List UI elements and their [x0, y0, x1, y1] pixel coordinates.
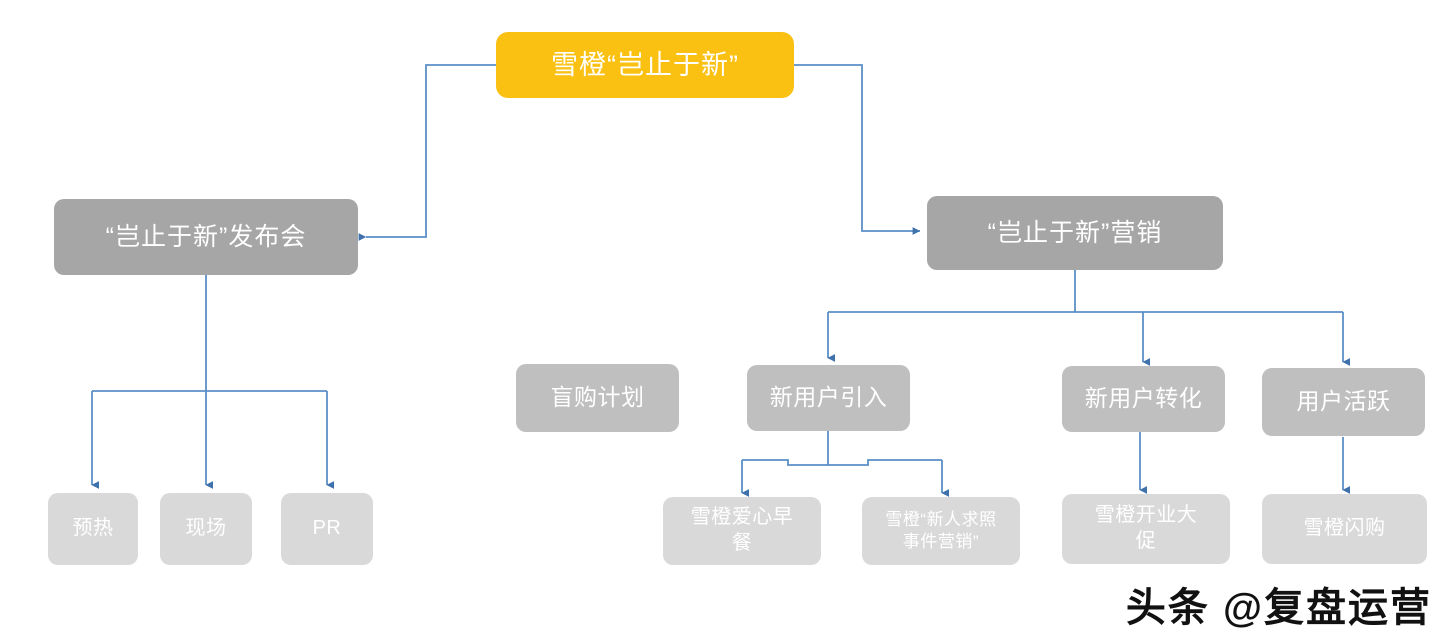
node-launch-conference[interactable]: “岂止于新”发布会	[54, 199, 358, 275]
node-opening-promo[interactable]: 雪橙开业大 促	[1062, 494, 1230, 564]
node-flash-sale-label: 雪橙闪购	[1303, 517, 1386, 540]
node-new-user-acquire-label: 新用户引入	[769, 384, 888, 411]
node-root[interactable]: 雪橙“岂止于新”	[496, 32, 794, 98]
edge-root-to-launch	[358, 64, 496, 241]
node-photo-event-label: 雪橙“新人求照 事件营销”	[885, 510, 997, 551]
node-warmup-label: 预热	[72, 517, 114, 540]
node-new-user-convert-label: 新用户转化	[1084, 385, 1203, 412]
node-pr[interactable]: PR	[281, 493, 373, 565]
node-opening-promo-label: 雪橙开业大 促	[1094, 504, 1198, 552]
node-warmup[interactable]: 预热	[48, 493, 138, 565]
node-new-user-acquire[interactable]: 新用户引入	[747, 365, 910, 431]
node-onsite[interactable]: 现场	[160, 493, 252, 565]
node-user-active-label: 用户活跃	[1296, 388, 1391, 415]
node-love-breakfast-label: 雪橙爱心早 餐	[690, 506, 794, 554]
node-pr-label: PR	[312, 517, 342, 540]
edge-acquire-bus	[742, 459, 942, 466]
node-blind-buy-label: 盲购计划	[550, 384, 645, 411]
node-onsite-label: 现场	[185, 517, 227, 540]
node-marketing-label: “岂止于新”营销	[987, 219, 1163, 247]
node-launch-conference-label: “岂止于新”发布会	[105, 223, 307, 251]
watermark: 头条 @复盘运营	[1125, 586, 1432, 630]
node-blind-buy[interactable]: 盲购计划	[516, 364, 679, 432]
edge-root-to-marketing	[794, 64, 921, 235]
node-root-label: 雪橙“岂止于新”	[551, 49, 739, 80]
node-love-breakfast[interactable]: 雪橙爱心早 餐	[663, 497, 821, 565]
node-marketing[interactable]: “岂止于新”营销	[927, 196, 1223, 270]
node-new-user-convert[interactable]: 新用户转化	[1062, 366, 1225, 432]
node-photo-event[interactable]: 雪橙“新人求照 事件营销”	[862, 497, 1020, 565]
node-flash-sale[interactable]: 雪橙闪购	[1262, 494, 1427, 564]
node-user-active[interactable]: 用户活跃	[1262, 368, 1425, 436]
